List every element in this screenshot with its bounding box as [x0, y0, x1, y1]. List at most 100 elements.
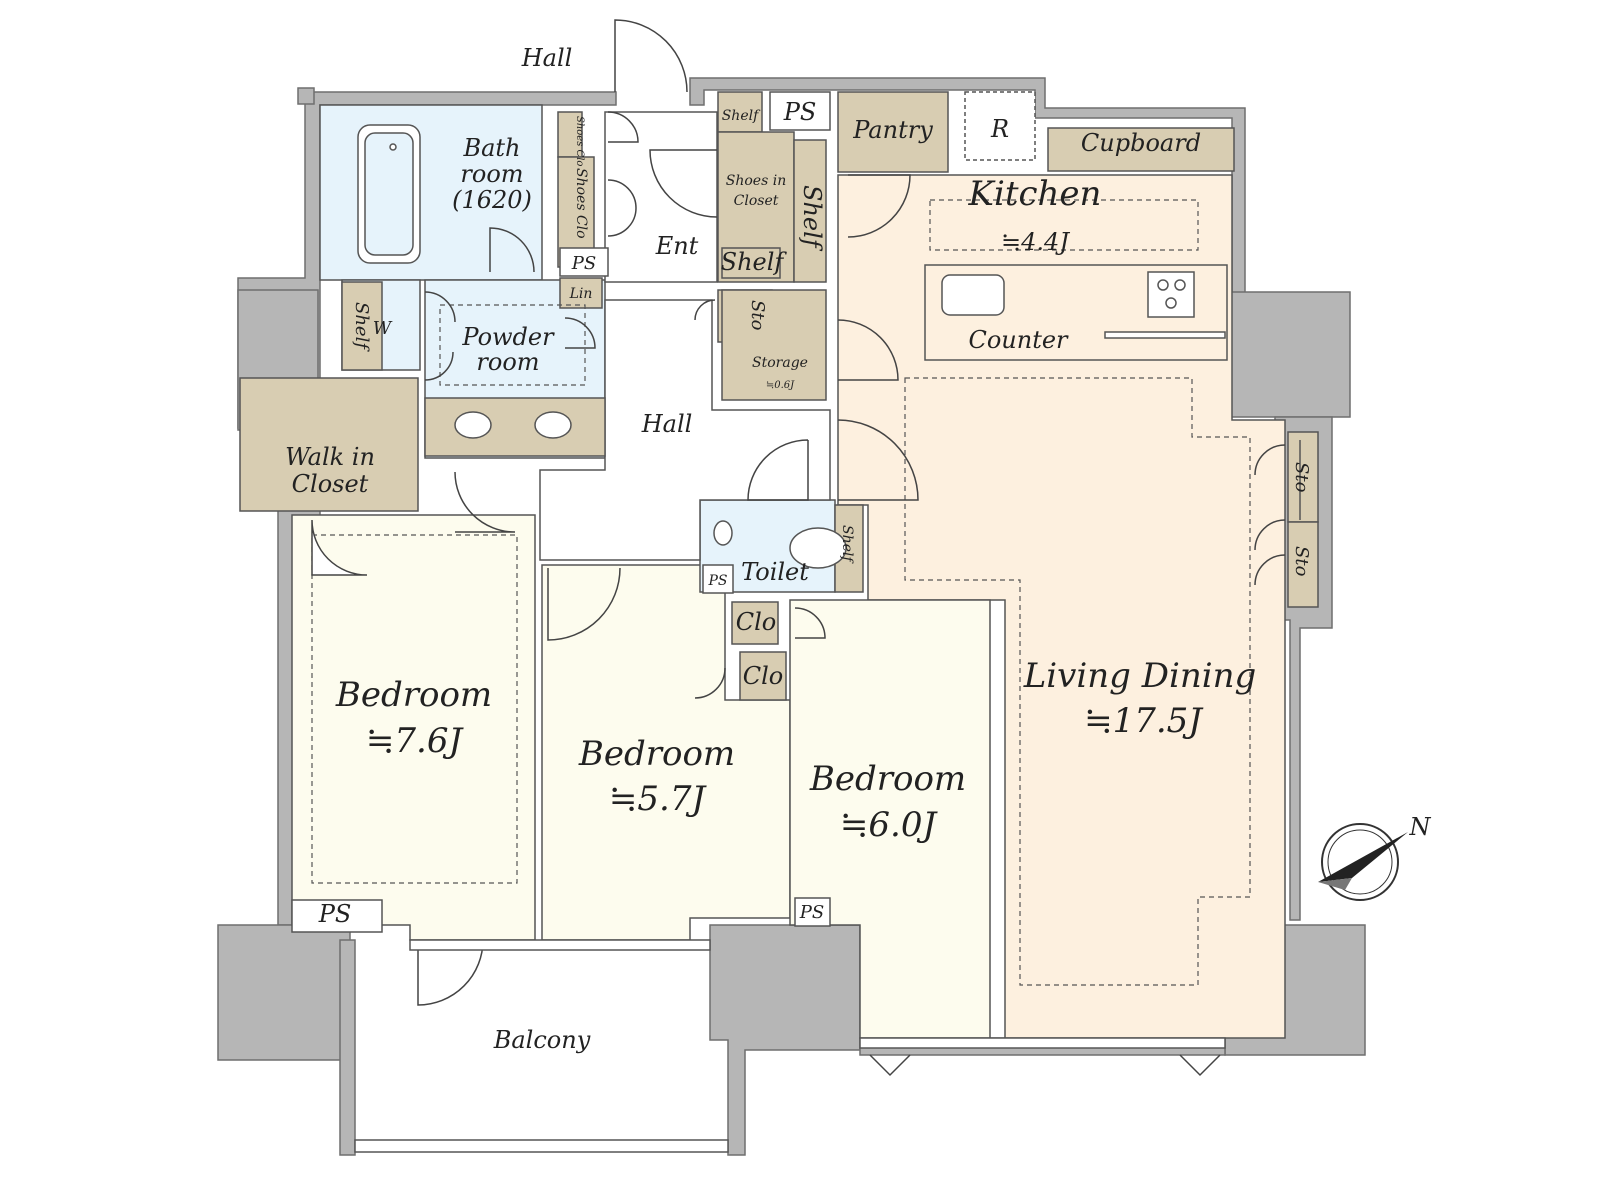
cooktop [1147, 271, 1195, 318]
toilet-basin [713, 520, 733, 546]
shoes-in-label-1: Shoes in [726, 173, 786, 189]
door-bedroom1 [311, 519, 368, 576]
shelf-top [717, 91, 763, 133]
hall-label: Hall [641, 410, 693, 438]
walk-in-closet [239, 377, 419, 512]
balcony-railing [354, 1139, 729, 1153]
sto-hall-label: Sto [747, 300, 768, 331]
vanity-counter [424, 397, 606, 457]
window-living [859, 1037, 1226, 1049]
door-bedroom2 [547, 567, 621, 641]
compass-needle-tail [1318, 878, 1352, 890]
door-sto3 [1254, 554, 1286, 586]
kitchen-area-label: ≒4.4J [1001, 228, 1070, 256]
door-bath [489, 227, 535, 273]
w-label: W [373, 318, 393, 339]
shelf-toilet-label: Shelf [839, 525, 855, 564]
ps-entry-label: PS [571, 253, 596, 274]
counter-bar [1104, 331, 1226, 339]
bottom-mid-block [709, 924, 861, 1156]
dashed-outlines [311, 199, 1251, 986]
ps-toilet-box [702, 564, 734, 594]
compass-ring-inner [1327, 829, 1393, 895]
windows [354, 440, 1301, 1153]
shelf-lower-label: Shelf [721, 248, 788, 276]
door-balcony [417, 939, 484, 1006]
clo2 [739, 651, 787, 701]
door-walkin [454, 471, 516, 533]
compass-needle [1318, 832, 1408, 882]
shelf-w-label: Shelf [351, 302, 372, 352]
ent-label: Ent [655, 232, 699, 260]
compass [1318, 823, 1408, 901]
shelf-top-label: Shelf [722, 108, 761, 124]
corner-post [297, 87, 315, 105]
r-label: R [990, 115, 1009, 143]
door-shoes-clo-2 [607, 179, 637, 237]
sto1-label: Sto [1291, 462, 1312, 493]
kitchen-dashed [929, 199, 1199, 251]
clo2-label: Clo [743, 662, 784, 690]
ps-bed1-box [291, 899, 383, 933]
doors [311, 19, 1286, 1077]
powder-label-1: Powder [461, 323, 555, 351]
ps-toilet-label: PS [707, 573, 727, 589]
balcony-left-wall [339, 939, 356, 1156]
door-pantry [847, 174, 911, 238]
kitchen-label: Kitchen [968, 174, 1102, 214]
storage-label-1: Storage [752, 355, 808, 371]
door-sto-hall [694, 299, 716, 321]
door-living [837, 419, 919, 501]
bedroom1-label: Bedroom [335, 675, 492, 715]
bedroom2-area-label: ≒5.7J [609, 779, 708, 819]
walkin-label-1: Walk in [285, 443, 375, 471]
door-w [424, 291, 456, 323]
ps-top-box [769, 91, 831, 131]
living-dining-label: Living Dining [1023, 656, 1257, 696]
top-wall-right [689, 77, 1246, 299]
storage-label-2: ≒0.6J [766, 380, 795, 391]
powder-dashed [439, 304, 586, 386]
door-main-entrance [614, 19, 688, 93]
bathroom-floor [319, 104, 543, 281]
lin-shelf [559, 277, 603, 309]
window-bay-right [1179, 1054, 1221, 1077]
ps-bed3-box [794, 897, 831, 927]
shelf-vertical-label: Shelf [798, 185, 826, 252]
door-sto2 [1254, 519, 1286, 551]
sink-right [534, 411, 572, 439]
living-dashed [904, 377, 1251, 986]
bathtub-inner [364, 132, 414, 256]
kitchen-column [1221, 291, 1351, 418]
sto2-label: Sto [1291, 546, 1312, 577]
clo1 [731, 601, 779, 645]
door-storage [837, 319, 899, 381]
window-bedrooms [409, 939, 711, 951]
shoes-clo-label: Shoes Clo [573, 168, 589, 239]
sto1 [1287, 431, 1319, 523]
hall-floor [539, 299, 831, 561]
powder-label-2: room [476, 348, 539, 376]
door-ent-shelf [649, 149, 718, 218]
compass-ring-outer [1321, 823, 1399, 901]
shelf-vertical [793, 139, 827, 283]
fixtures [357, 124, 1226, 569]
ps-top-label: PS [783, 98, 817, 126]
door-w-2 [424, 351, 454, 381]
window-bay-left [869, 1054, 911, 1077]
lin-label: Lin [569, 286, 593, 302]
bathtub-drain [389, 143, 397, 151]
pantry [837, 91, 949, 173]
bedroom2-label: Bedroom [578, 734, 735, 774]
entrance-floor [604, 111, 718, 283]
bath-label-1: Bath [462, 134, 520, 162]
bath-label-3: (1620) [452, 186, 532, 214]
bath-label-2: room [460, 160, 523, 188]
shelf-w [341, 281, 383, 371]
door-shoes-clo-1 [607, 111, 639, 143]
sink-left [454, 411, 492, 439]
storage [721, 289, 827, 401]
shoes-clo-small-label: Shoes Clo [574, 116, 585, 166]
sto2 [1287, 521, 1319, 608]
